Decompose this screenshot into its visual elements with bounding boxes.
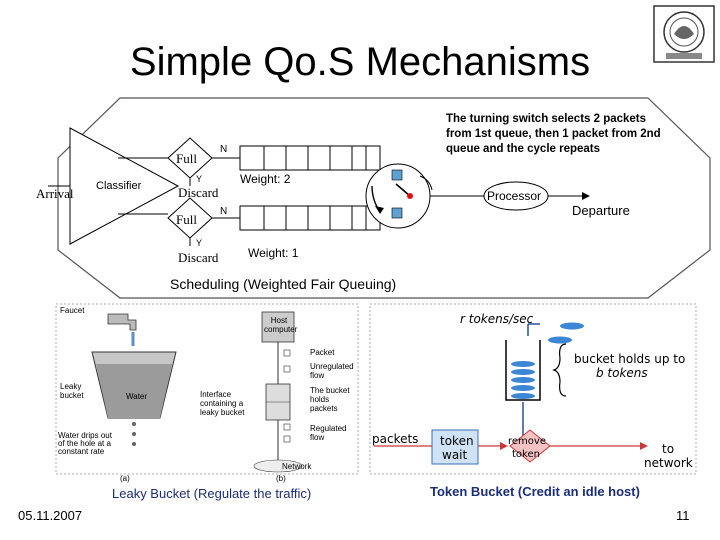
- wfq-caption: Scheduling (Weighted Fair Queuing): [170, 276, 397, 292]
- classifier-shape: [69, 127, 180, 245]
- regulated-label: Regulated flow: [310, 424, 347, 442]
- y-label-1: Y: [196, 174, 203, 184]
- remove-token-line2: token: [512, 449, 540, 460]
- token-wait-line1: token: [440, 434, 474, 448]
- sub-b-label: (b): [276, 474, 286, 483]
- to-network-line2: network: [644, 456, 693, 470]
- packets-label: packets: [372, 432, 419, 446]
- queue-1: [239, 145, 381, 171]
- weight-label-2: Weight: 1: [248, 246, 299, 260]
- discard-label-2: Discard: [178, 250, 219, 265]
- leaky-caption: Leaky Bucket (Regulate the traffic): [112, 486, 312, 501]
- token-caption: Token Bucket (Credit an idle host): [430, 484, 640, 499]
- wfq-note-line1: The turning switch selects 2 packets: [446, 113, 647, 125]
- processor-label: Processor: [487, 189, 542, 203]
- leaky-bucket-label: Leaky bucket: [60, 382, 84, 400]
- drips-label: Water drips out of the hole at a constan…: [58, 431, 112, 456]
- full-label-2: Full: [176, 212, 197, 227]
- queue-2: [239, 205, 381, 231]
- slide-page-number: 11: [676, 508, 690, 523]
- n-label-2: N: [220, 206, 228, 217]
- departure-label: Departure: [572, 203, 630, 218]
- arrival-label: Arrival: [36, 186, 74, 201]
- weight-label-1: Weight: 2: [240, 172, 291, 186]
- sub-a-label: (a): [120, 474, 130, 483]
- network-label: Network: [282, 462, 312, 471]
- wfq-note-line2: from 1st queue, then 1 packet from 2nd: [446, 128, 661, 140]
- institute-logo: [653, 5, 715, 63]
- slide-title: Simple Qo.S Mechanisms: [129, 40, 591, 84]
- faucet-label: Faucet: [60, 306, 85, 315]
- full-label-1: Full: [176, 151, 197, 166]
- y-label-2: Y: [196, 238, 203, 248]
- token-rate-label: r tokens/sec: [460, 312, 534, 326]
- bucket-holds-line1: bucket holds up to: [574, 352, 686, 366]
- bucket-holds-line2: b tokens: [596, 366, 648, 380]
- host-label: Host computer: [264, 316, 298, 334]
- water-label: Water: [126, 392, 148, 401]
- discard-label-1: Discard: [178, 185, 219, 200]
- wfq-note: The turning switch selects 2 packets fro…: [446, 112, 686, 157]
- token-wait-line2: wait: [442, 448, 468, 462]
- wfq-note-line3: queue and the cycle repeats: [446, 143, 601, 155]
- bucket-holds-label: The bucket holds packets: [310, 386, 350, 413]
- leaky-bucket-figure: [55, 303, 359, 475]
- remove-token-line1: remove: [508, 436, 546, 447]
- diagram-border: [57, 97, 711, 299]
- to-network-line1: to: [662, 442, 675, 456]
- unregulated-label: Unregulated flow: [310, 362, 354, 380]
- n-label-1: N: [220, 144, 228, 155]
- token-bucket-figure: [369, 303, 697, 475]
- classifier-label: Classifier: [96, 180, 142, 192]
- packet-label: Packet: [310, 348, 335, 357]
- slide-date: 05.11.2007: [18, 508, 83, 523]
- interface-label: Interface containing a leaky bucket: [200, 390, 245, 417]
